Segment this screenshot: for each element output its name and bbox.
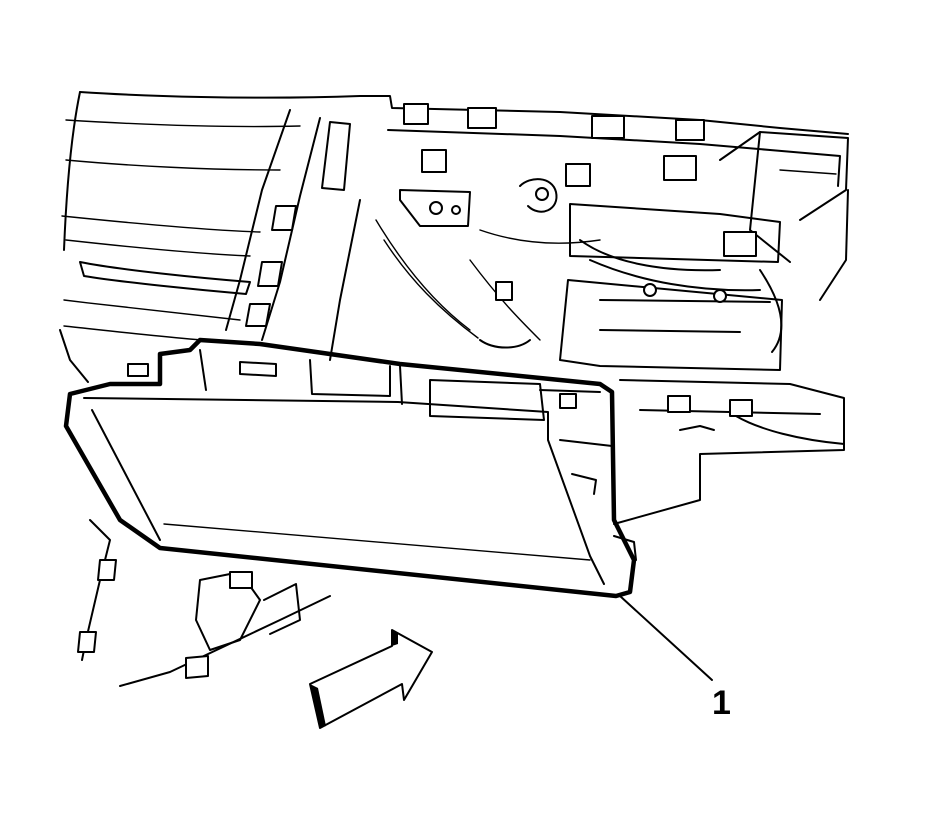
- callout-leader-line: [619, 595, 713, 681]
- left-dash-panel: [59, 91, 361, 383]
- right-upper-bracket: [719, 131, 849, 301]
- direction-arrow: [309, 629, 433, 729]
- left-bracket-column: [225, 109, 351, 341]
- upper-dash-edge: [359, 95, 849, 187]
- central-module-area: [329, 178, 783, 371]
- glove-box: [63, 337, 637, 599]
- callout-label: 1: [712, 684, 731, 722]
- right-lower-support: [613, 379, 845, 525]
- left-lower-trim: [77, 519, 331, 687]
